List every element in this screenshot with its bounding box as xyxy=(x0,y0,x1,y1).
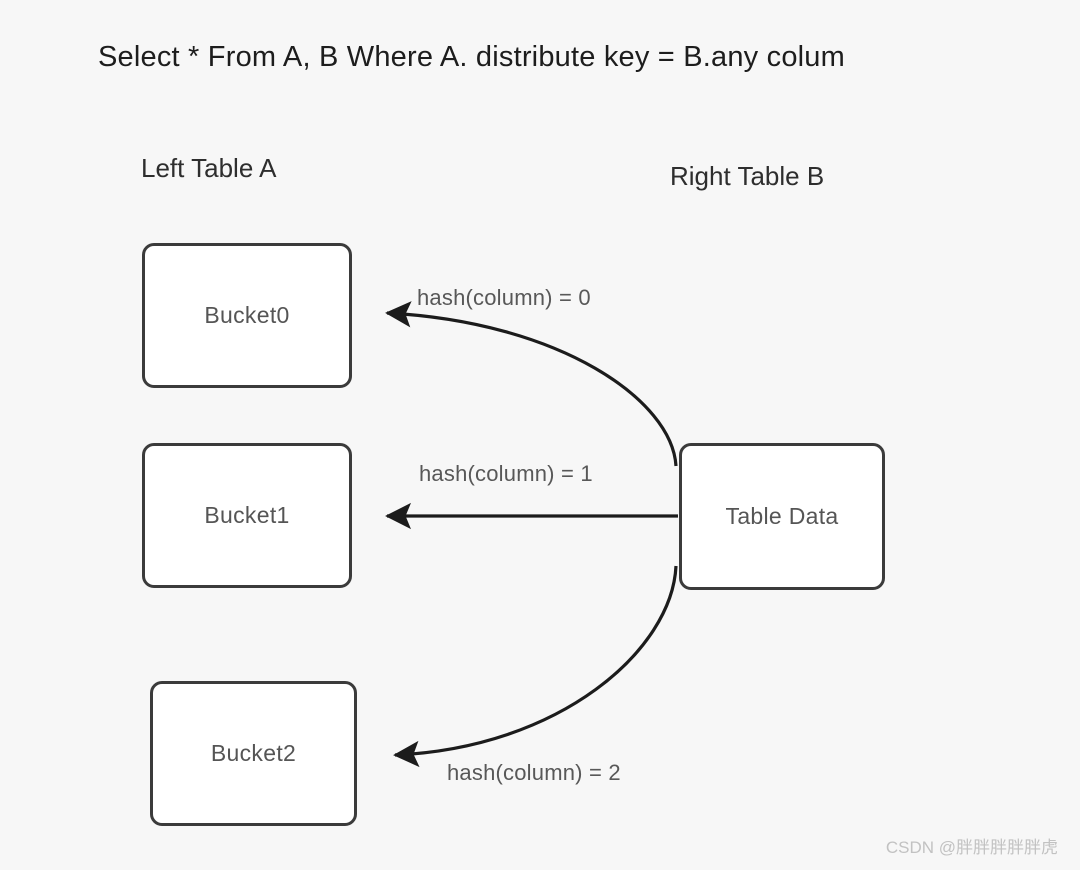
watermark: CSDN @胖胖胖胖胖虎 xyxy=(885,838,1058,857)
edge-label-hash-0: hash(column) = 0 xyxy=(417,285,591,310)
right-table-label: Right Table B xyxy=(670,161,825,191)
node-bucket0[interactable]: Bucket0 xyxy=(142,243,352,388)
node-bucket2[interactable]: Bucket2 xyxy=(150,681,357,826)
node-bucket1-label: Bucket1 xyxy=(204,502,290,528)
node-table-data-label: Table Data xyxy=(725,503,839,529)
edge-label-hash-2: hash(column) = 2 xyxy=(447,760,621,785)
node-bucket2-label: Bucket2 xyxy=(210,740,297,766)
node-bucket1[interactable]: Bucket1 xyxy=(142,443,352,588)
node-bucket0-label: Bucket0 xyxy=(204,302,290,328)
edge-table-data-to-bucket0 xyxy=(385,301,678,467)
edge-table-data-to-bucket2 xyxy=(393,565,678,768)
edge-label-hash-1: hash(column) = 1 xyxy=(419,461,593,486)
page-title: Select * From A, B Where A. distribute k… xyxy=(98,41,845,73)
node-table-data[interactable]: Table Data xyxy=(679,443,885,590)
left-table-label: Left Table A xyxy=(141,153,277,183)
